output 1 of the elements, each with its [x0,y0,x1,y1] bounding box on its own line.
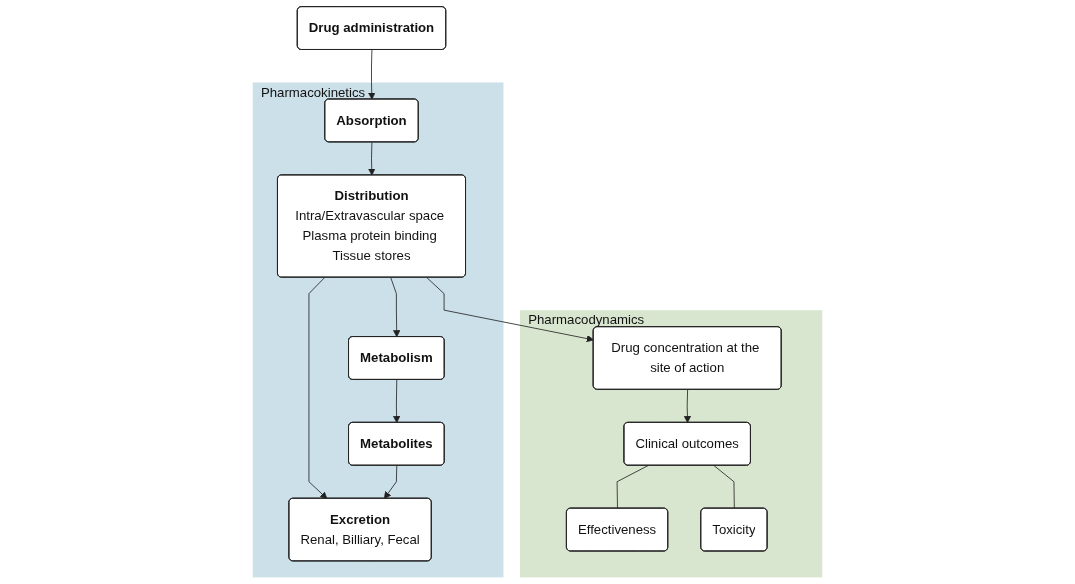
connector [713,465,735,509]
